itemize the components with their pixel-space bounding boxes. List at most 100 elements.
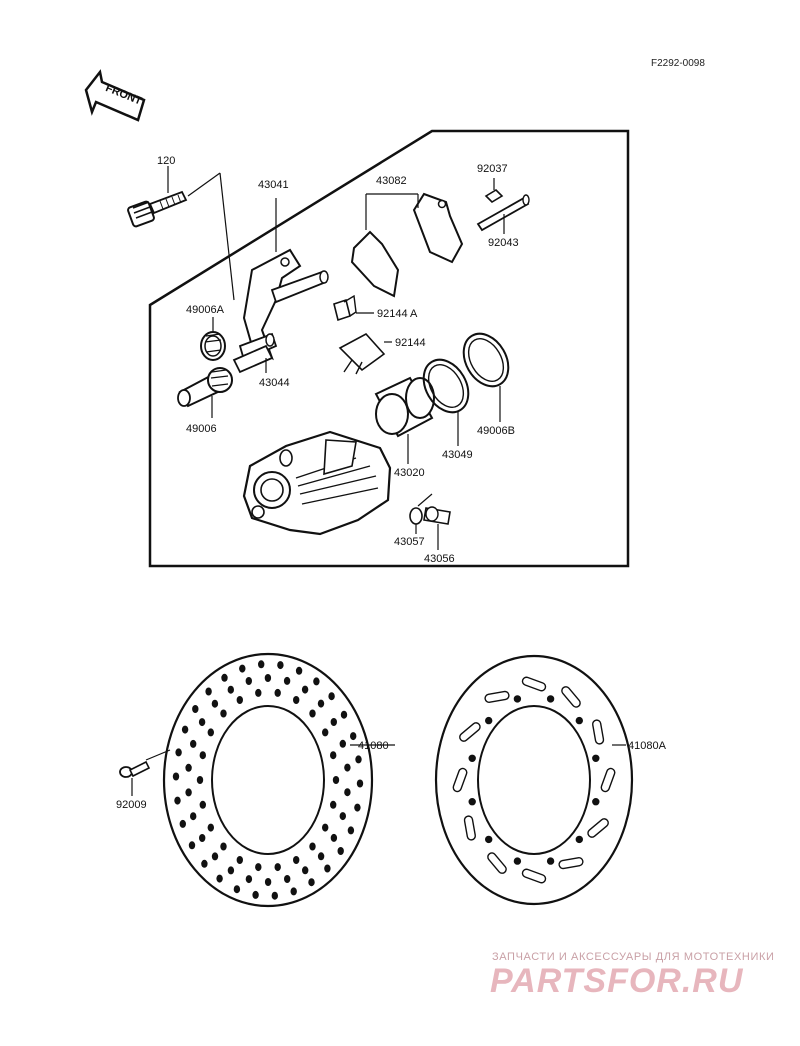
disc-slot (487, 852, 507, 874)
label-41080a: 41080A (628, 740, 667, 752)
disc-hole (330, 751, 337, 760)
label-49006: 49006 (186, 423, 217, 435)
boot-49006a-icon (200, 331, 226, 361)
label-92144a: 92144 A (377, 308, 418, 320)
disc-hole (317, 852, 325, 861)
disc-hole (175, 748, 182, 757)
clip-92037-icon (484, 188, 504, 204)
disc-hole (245, 677, 252, 685)
disc-hole (199, 751, 206, 760)
disc-hole (174, 796, 181, 805)
disc-hole (347, 826, 355, 835)
disc-hole (283, 676, 291, 685)
disc-hole (274, 688, 281, 697)
watermark-logo: PARTSFOR.RU (490, 962, 744, 1000)
disc-slot (463, 815, 476, 841)
disc-hole (330, 833, 338, 842)
disc-hole (546, 857, 555, 865)
piston-43020-icon (374, 376, 435, 438)
disc-hole (236, 856, 243, 864)
disc-hole (592, 798, 600, 806)
label-43020: 43020 (394, 467, 425, 479)
disc-hole (337, 847, 344, 855)
disc-hole (181, 725, 189, 734)
bleeder-valve-43056-icon (423, 506, 451, 525)
brake-disc-41080-icon (162, 652, 374, 908)
reference-code: F2292-0098 (651, 58, 705, 69)
disc-hole (575, 835, 583, 844)
disc-hole (201, 859, 208, 868)
disc-slot (484, 690, 510, 703)
disc-hole (239, 664, 246, 673)
disc-hole (309, 842, 316, 851)
disc-slot (592, 719, 605, 745)
disc-hole (328, 692, 335, 701)
disc-hole (513, 857, 522, 865)
disc-hole (575, 716, 583, 725)
disc-hole (344, 788, 351, 797)
disc-slot (561, 686, 581, 708)
disc-hole (354, 803, 361, 812)
disc-hole (179, 819, 186, 828)
brake-disc-41080a-icon (434, 654, 634, 906)
disc-hole (293, 696, 300, 704)
brake-pads-43082-icon (350, 192, 464, 298)
disc-hole (355, 755, 362, 764)
disc-hole (252, 890, 259, 899)
label-43044: 43044 (259, 377, 290, 389)
front-arrow-icon: FRONT (84, 69, 146, 122)
disc-hole (330, 800, 337, 809)
disc-hole (221, 673, 228, 682)
disc-slot (521, 868, 547, 884)
disc-slot (558, 857, 584, 870)
disc-hole (322, 823, 329, 832)
disc-hole (264, 878, 272, 886)
disc-hole (190, 812, 197, 821)
disc-hole (264, 674, 272, 682)
disc-hole (274, 863, 281, 872)
disc-hole (185, 763, 192, 772)
disc-bolt-92009-icon (119, 760, 151, 778)
label-49006a: 49006A (186, 304, 225, 316)
disc-hole (258, 660, 265, 669)
label-49006b: 49006B (477, 425, 515, 437)
disc-hole (339, 739, 346, 748)
label-43049: 43049 (442, 449, 473, 461)
caliper-bracket-43041-icon (238, 248, 329, 362)
disc-hole (199, 834, 206, 842)
disc-hole (309, 709, 316, 718)
disc-hole (468, 798, 476, 806)
disc-hole (207, 823, 214, 832)
pad-pin-92043-icon (476, 194, 530, 232)
disc-hole (205, 687, 212, 696)
disc-hole (207, 728, 214, 737)
disc-hole (211, 699, 219, 708)
label-43057: 43057 (394, 536, 425, 548)
disc-hole (211, 852, 219, 861)
disc-hole (332, 776, 340, 784)
disc-slot (587, 818, 609, 838)
seal-49006b-icon (462, 332, 510, 388)
disc-hole (317, 699, 325, 708)
disc-hole (308, 878, 315, 887)
seal-43049-icon (422, 358, 470, 414)
disc-slot (459, 722, 481, 742)
disc-hole (196, 776, 204, 784)
disc-hole (245, 875, 253, 884)
disc-hole (350, 732, 357, 741)
disc-hole (220, 842, 227, 851)
spring-92144a-icon (333, 294, 357, 322)
disc-hole (344, 763, 351, 772)
disc-hole (198, 718, 206, 727)
disc-hole (485, 716, 493, 725)
watermark-tagline: ЗАПЧАСТИ И АКСЕССУАРЫ ДЛЯ МОТОТЕХНИКИ (492, 951, 775, 963)
disc-hole (185, 788, 192, 797)
boot-49006-icon (177, 367, 233, 408)
disc-hole (468, 754, 476, 762)
caliper-assembly-frame (148, 129, 630, 568)
disc-hole (513, 695, 522, 703)
disc-hole (293, 856, 300, 864)
disc-hole (340, 710, 348, 719)
label-43041: 43041 (258, 179, 289, 191)
